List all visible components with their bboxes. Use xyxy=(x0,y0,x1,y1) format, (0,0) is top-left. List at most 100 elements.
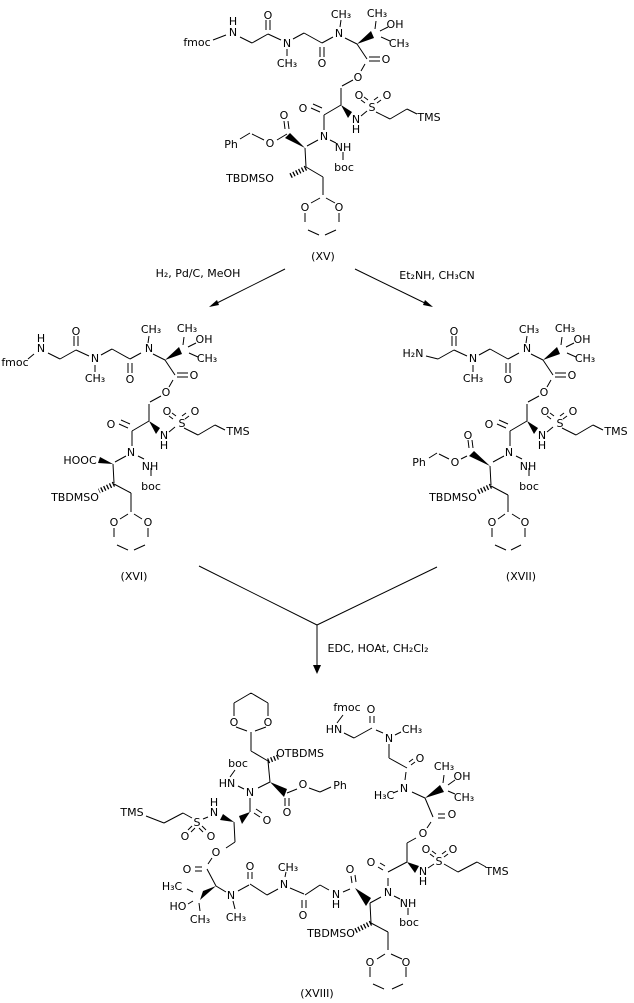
arrowhead xyxy=(209,300,219,307)
o-label: O xyxy=(299,778,308,791)
n-label: N xyxy=(37,342,45,355)
o-label: O xyxy=(230,716,239,729)
n-label: N xyxy=(385,732,393,745)
o-label: O xyxy=(464,429,473,442)
xviii-bonds xyxy=(145,692,487,990)
arrow-xv-to-xvi: H₂, Pd/C, MeOH xyxy=(156,267,286,307)
o-label: O xyxy=(449,843,458,856)
structure-xv: fmoc H N O N CH₃ O N CH₃ CH₃ OH CH₃ O O … xyxy=(183,7,440,263)
h-label: H xyxy=(419,875,427,888)
structure-xvi: fmoc H N O N CH₃ O N CH₃ CH₃ OH CH₃ O O … xyxy=(1,322,249,583)
structure-xvii: H₂N O N CH₃ O N CH₃ CH₃ OH CH₃ O O O O S… xyxy=(403,322,628,583)
tbdmso-label: TBDMSO xyxy=(306,927,355,940)
ch3-label: CH₃ xyxy=(555,322,575,335)
ph-label: Ph xyxy=(412,456,426,469)
o-label: O xyxy=(318,57,327,70)
o-label: O xyxy=(212,846,221,859)
o-label: O xyxy=(266,137,275,150)
h3c-label: H₃C xyxy=(162,880,183,893)
o-label: O xyxy=(367,703,376,716)
fmoc-label: fmoc xyxy=(183,36,210,49)
ch3-label: CH₃ xyxy=(85,372,105,385)
nh-label: NH xyxy=(520,460,537,473)
n-label: N xyxy=(523,342,531,355)
o-label: O xyxy=(299,102,308,115)
n-label: N xyxy=(469,352,477,365)
arrow-xv-to-xvii: Et₂NH, CH₃CN xyxy=(354,268,475,307)
o-label: O xyxy=(163,405,172,418)
boc-label: boc xyxy=(399,916,419,929)
o-label: O xyxy=(367,856,376,869)
reagent-coupling: EDC, HOAt, CH₂Cl₂ xyxy=(328,642,429,655)
o-label: O xyxy=(568,369,577,382)
o-label: O xyxy=(107,418,116,431)
caption-xviii: (XVIII) xyxy=(300,987,333,1000)
n-label: N xyxy=(229,26,237,39)
s-label: S xyxy=(369,101,376,114)
otbdms-label: OTBDMS xyxy=(276,747,324,760)
oh-label: OH xyxy=(196,333,213,346)
tms-label: TMS xyxy=(603,425,627,438)
s-label: S xyxy=(179,417,186,430)
s-label: S xyxy=(436,855,443,868)
h-label: H xyxy=(160,439,168,452)
structure-xviii: O O OTBDMS boc HN N Ph O O O N H S O O T… xyxy=(119,692,509,1000)
tms-label: TMS xyxy=(225,425,249,438)
tbdmso-label: TBDMSO xyxy=(50,491,99,504)
ch3-label: CH₃ xyxy=(226,911,246,924)
converge-lines xyxy=(198,565,438,670)
n-label: N xyxy=(320,130,328,143)
ph-label: Ph xyxy=(224,138,238,151)
tms-label: TMS xyxy=(484,865,508,878)
h3c-label: H₃C xyxy=(374,789,395,802)
o-label: O xyxy=(504,373,513,386)
h-label: H xyxy=(332,898,340,911)
o-label: O xyxy=(190,369,199,382)
ch3-label: CH₃ xyxy=(454,791,474,804)
o-label: O xyxy=(416,752,425,765)
arrow-line xyxy=(210,268,286,307)
n-label: N xyxy=(280,878,288,891)
ch3-label: CH₃ xyxy=(278,861,298,874)
hn-label: HN xyxy=(326,723,343,736)
ch3-label: CH₃ xyxy=(434,760,454,773)
o-label: O xyxy=(451,456,460,469)
h-label: H xyxy=(229,15,237,28)
s-label: S xyxy=(194,816,201,829)
o-label: O xyxy=(126,373,135,386)
ch3-label: CH₃ xyxy=(402,723,422,736)
o-label: O xyxy=(485,418,494,431)
n-label: N xyxy=(246,786,254,799)
o-label: O xyxy=(450,325,459,338)
n-label: N xyxy=(400,782,408,795)
ch3-label: CH₃ xyxy=(141,323,161,336)
o-label: O xyxy=(382,53,391,66)
ph-label: Ph xyxy=(333,779,347,792)
o-label: O xyxy=(422,843,431,856)
o-label: O xyxy=(569,405,578,418)
caption-xv: (XV) xyxy=(311,250,335,263)
xviii-hash-bonds xyxy=(267,754,373,934)
o-label: O xyxy=(366,956,375,969)
xvii-hash-bonds xyxy=(476,483,493,495)
xvi-bonds xyxy=(27,335,226,551)
nh-label: NH xyxy=(335,141,352,154)
h-label: H xyxy=(37,332,45,345)
oh-label: OH xyxy=(387,18,404,31)
o-label: O xyxy=(280,109,289,122)
ch3-label: CH₃ xyxy=(463,372,483,385)
ch3-label: CH₃ xyxy=(575,352,595,365)
arrowhead xyxy=(423,300,433,307)
xvi-hash-bonds xyxy=(97,481,116,494)
o-label: O xyxy=(181,830,190,843)
o-label: O xyxy=(419,827,428,840)
o-label: O xyxy=(540,386,549,399)
n-label: N xyxy=(227,889,235,902)
reagent-left: H₂, Pd/C, MeOH xyxy=(156,267,241,280)
s-label: S xyxy=(557,417,564,430)
n-label: N xyxy=(145,342,153,355)
tbdmso-label: TBDMSO xyxy=(428,491,477,504)
o-label: O xyxy=(263,814,272,827)
nh-label: NH xyxy=(142,460,159,473)
o-label: O xyxy=(383,89,392,102)
